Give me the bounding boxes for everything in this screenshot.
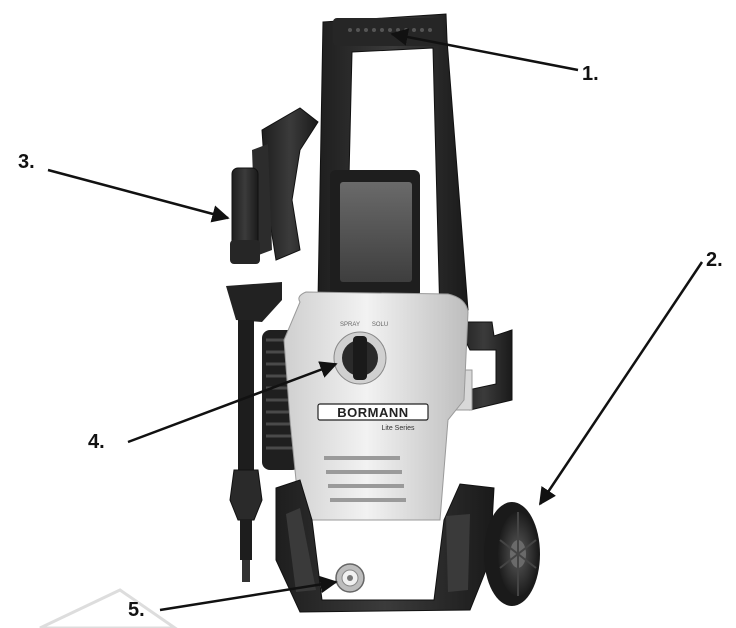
function-dial: SPRAY SOLU bbox=[333, 322, 388, 385]
spray-gun bbox=[252, 107, 319, 261]
callout-line-3 bbox=[47, 168, 230, 223]
base-housing bbox=[275, 479, 495, 613]
series-name: Lite Series bbox=[381, 425, 415, 432]
water-outlet bbox=[335, 563, 365, 593]
callout-line-5 bbox=[159, 575, 338, 612]
wheel bbox=[484, 502, 540, 606]
body-vents bbox=[324, 456, 406, 502]
callout-line-2 bbox=[538, 261, 704, 506]
dial-label-left: SPRAY bbox=[340, 322, 360, 328]
main-body: BORMANN Lite Series bbox=[283, 291, 469, 521]
callout-3-label: 3. bbox=[18, 151, 35, 173]
brand-plate bbox=[317, 403, 429, 421]
brand-name: BORMANN bbox=[337, 405, 408, 420]
callout-4-label: 4. bbox=[88, 431, 105, 453]
spray-lance bbox=[226, 167, 282, 582]
callout-5-label: 5. bbox=[128, 599, 145, 621]
callout-1-label: 1. bbox=[582, 63, 599, 85]
callout-line-1 bbox=[390, 28, 579, 72]
watermark-shape bbox=[39, 588, 178, 628]
handle-grip bbox=[333, 18, 441, 46]
dial-label-right: SOLU bbox=[372, 322, 388, 328]
panel-inset bbox=[340, 182, 412, 282]
callout-2-label: 2. bbox=[706, 249, 723, 271]
callout-line-4 bbox=[127, 361, 338, 444]
